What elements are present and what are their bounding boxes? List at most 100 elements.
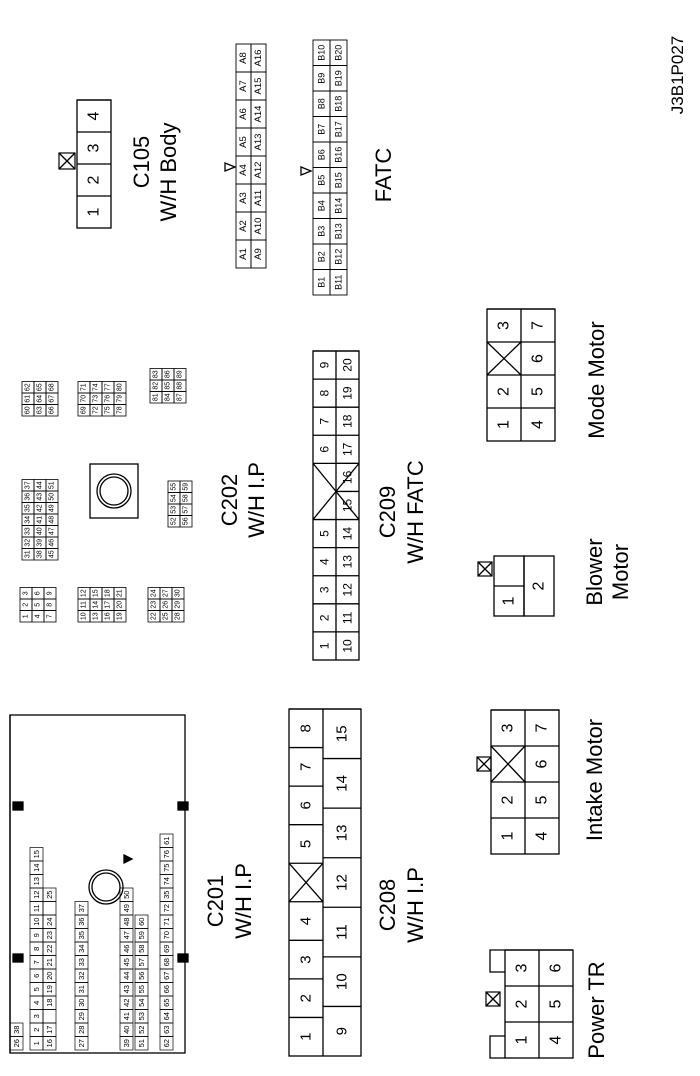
fatc-b-pin-label: B8 — [317, 98, 327, 109]
c201-top-outer-pin-label: 1 — [32, 1041, 41, 1045]
c201-guide-tab — [177, 953, 189, 963]
c201-top-mid2-pin-cell — [74, 901, 89, 916]
c209-pin-label: 7 — [318, 418, 332, 425]
c208-pin-label: 6 — [298, 801, 315, 809]
c201-top-outer-pin-label: 5 — [32, 987, 41, 991]
c202-g1-pin-label: 2 — [23, 603, 30, 607]
c202-name: W/H I.P — [244, 462, 269, 538]
c202-g5-pin-cell — [179, 480, 193, 493]
c202-g5-pin-label: 55 — [171, 483, 178, 491]
mode-motor-pin-label: 6 — [530, 354, 547, 363]
c105-latch-icon — [58, 152, 76, 170]
c105-latch-icon — [58, 152, 76, 170]
c201-bot-row1-pin-label: 44 — [122, 972, 131, 980]
c201-top-outer-pin-label: 12 — [32, 891, 41, 899]
power-tr-tab — [489, 1035, 505, 1059]
c209-name: W/H FATC — [403, 460, 428, 564]
fatc-a-pin-label: A7 — [238, 80, 249, 92]
c201-top-outer-pin-label: 15 — [32, 850, 41, 858]
fatc-b-pin-label: B4 — [317, 200, 327, 211]
c209-pin-label: 4 — [318, 558, 332, 565]
c201-top-mid1-pin-label: 23 — [45, 931, 54, 939]
c202-g7-pin-label: 71 — [81, 383, 88, 391]
c202-g2-pin-label: 15 — [93, 589, 100, 597]
c201-top-mid2-pin-label: 33 — [77, 958, 86, 966]
c209-pin-label: 12 — [341, 583, 355, 597]
fatc-b-pin-label: B14 — [334, 198, 344, 214]
power-tr-pin-label: 5 — [548, 999, 565, 1008]
power-tr-tab — [489, 949, 505, 973]
fatc-a-pin-label: A9 — [253, 248, 264, 260]
fatc-a-pin-label: A15 — [253, 78, 264, 95]
c202-g6-pin-cell — [45, 381, 59, 394]
c208-pin-label: 12 — [334, 874, 351, 891]
mode-motor-pin-label: 4 — [530, 420, 547, 429]
c201-code: C201 — [203, 875, 228, 928]
c208-pin-label: 13 — [334, 825, 351, 842]
mode-motor-blank-pin — [486, 341, 522, 376]
c202-g5-pin-label: 56 — [183, 517, 190, 525]
c202-g1-pin-label: 5 — [35, 603, 42, 607]
c202-g8-pin-label: 88 — [177, 382, 184, 390]
c202-g6-pin-label: 67 — [49, 395, 56, 403]
c208-pin-label: 3 — [298, 955, 315, 963]
c201-top-inner-pin-label: 26 — [12, 1039, 21, 1047]
c201-bot-row2-pin-label: 60 — [137, 918, 146, 926]
c202-g4-pin-label: 32 — [25, 539, 32, 547]
fatc-a-pin-label: A2 — [238, 220, 249, 232]
c202-g5-pin-label: 58 — [183, 494, 190, 502]
c201-top-outer-pin-label: 9 — [32, 933, 41, 937]
c201-bot-row1-pin-label: 39 — [122, 1039, 131, 1047]
c202-g4-pin-label: 46 — [49, 539, 56, 547]
c202-g4-pin-label: 51 — [49, 481, 56, 489]
c201-top-mid1-pin-label: 21 — [45, 958, 54, 966]
c202-g7-pin-label: 69 — [81, 406, 88, 414]
c201-bot-row1-pin-label: 42 — [122, 999, 131, 1007]
blower-motor-latch-icon — [477, 561, 493, 577]
power-tr-latch-icon — [485, 991, 501, 1007]
c202-g1-pin-label: 9 — [47, 591, 54, 595]
c201-screw-inner-icon — [91, 872, 121, 902]
c202-g2-pin-label: 16 — [105, 612, 112, 620]
c201-bot-row2-pin-label: 56 — [137, 972, 146, 980]
intake-motor-pin-label: 2 — [500, 795, 517, 804]
c209-pin-label: 10 — [341, 639, 355, 653]
c201-top-mid1-pin-label: 24 — [45, 918, 54, 926]
c209-pin-label: 20 — [341, 358, 355, 372]
c201-bot-row3-pin-label: 61 — [162, 837, 171, 845]
c202-g2-pin-label: 12 — [81, 589, 88, 597]
intake-motor-blank-pin — [490, 745, 526, 783]
c202-g8-pin-label: 87 — [177, 393, 184, 401]
power-tr-pin-label: 3 — [514, 963, 531, 972]
fatc-b-key-icon — [300, 166, 313, 176]
fatc-b-pin-label: B6 — [317, 149, 327, 160]
mode-motor-pin-label: 3 — [496, 321, 513, 330]
c201-bot-row2-pin-cell — [134, 914, 149, 929]
fatc-a-pin-label: A6 — [238, 108, 249, 120]
c202-g2-pin-label: 14 — [93, 601, 100, 609]
c202-g4-pin-label: 45 — [49, 550, 56, 558]
fatc-b-pin-label: B7 — [317, 124, 327, 135]
c202-g2-pin-label: 21 — [117, 589, 124, 597]
fatc-b-pin-label: B2 — [317, 251, 327, 262]
diagram-id: J3B1P027 — [668, 36, 687, 114]
c201-bot-row1-pin-label: 46 — [122, 945, 131, 953]
mode-motor-name: Mode Motor — [584, 321, 609, 438]
c202-g4-pin-label: 41 — [37, 516, 44, 524]
c202-g5-pin-label: 59 — [183, 483, 190, 491]
c202-g8-pin-cell — [173, 368, 187, 381]
c105-pin-label: 2 — [86, 175, 103, 184]
intake-motor-pin-label: 7 — [534, 723, 551, 732]
c202-g5-pin-label: 54 — [171, 494, 178, 502]
c202-screw-inner-icon — [99, 476, 129, 506]
c202-g4-pin-label: 37 — [25, 481, 32, 489]
c201-top-outer-pin-label: 4 — [32, 1001, 41, 1005]
intake-motor-pin-label: 5 — [534, 795, 551, 804]
c201-bot-row3-pin-label: 68 — [162, 958, 171, 966]
fatc-b-pin-label: B9 — [317, 73, 327, 84]
c201-top-mid1-pin-cell — [42, 887, 57, 902]
c201-bot-row3-pin-label: 63 — [162, 1026, 171, 1034]
c202-g7-pin-label: 76 — [105, 395, 112, 403]
mode-motor-pin-label: 5 — [530, 387, 547, 396]
fatc-b-pin-label: B18 — [334, 96, 344, 112]
